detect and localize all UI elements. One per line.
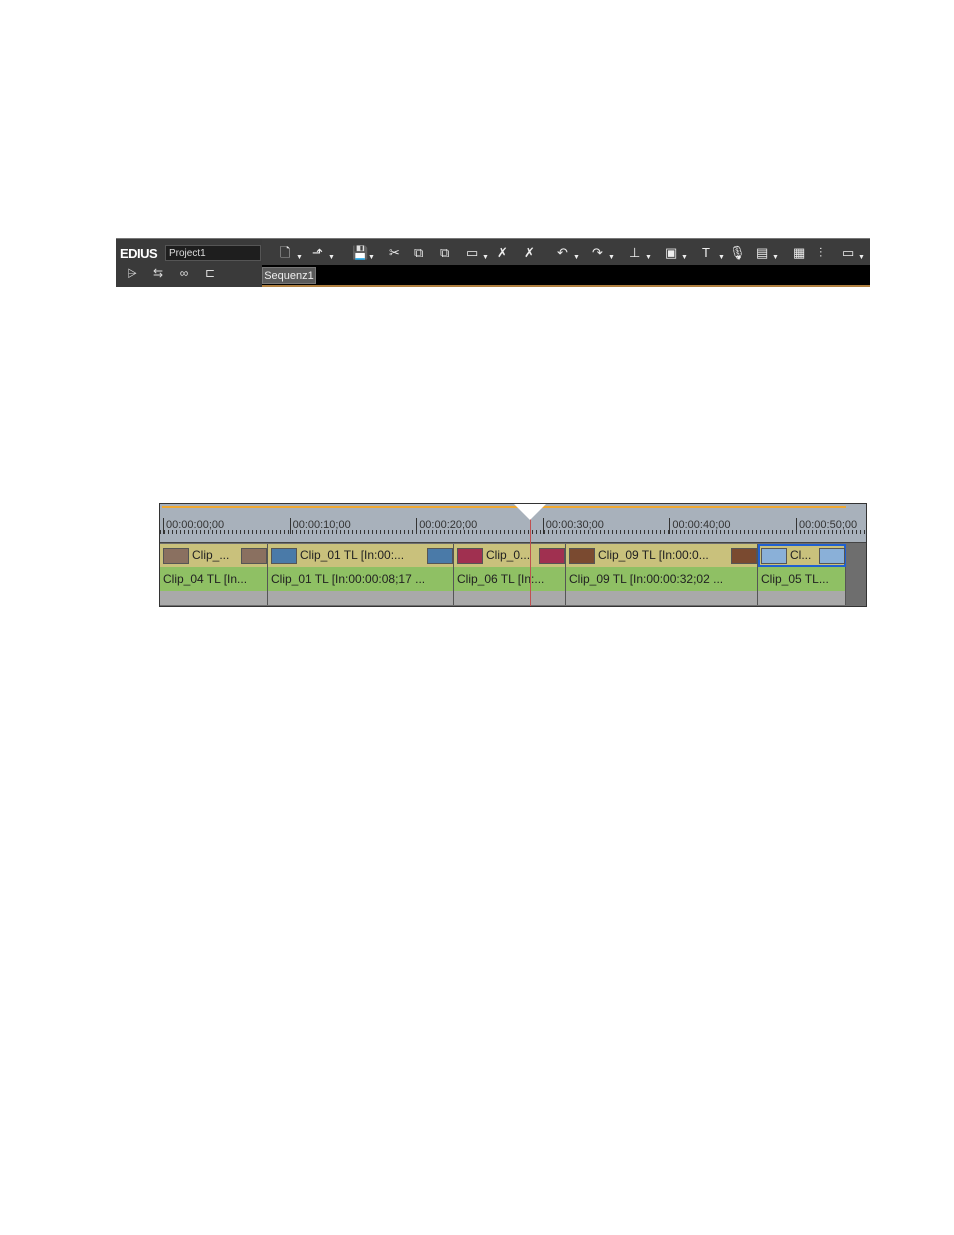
audio-clip[interactable]: Clip_05 TL... bbox=[758, 567, 846, 591]
chevron-down-icon[interactable]: ▼ bbox=[718, 254, 725, 261]
audio-clip[interactable]: Clip_04 TL [In... bbox=[160, 567, 268, 591]
clip-thumbnail-in bbox=[569, 547, 595, 564]
ruler-label: 00:00:20;00 bbox=[416, 518, 477, 534]
clip-extra-track bbox=[160, 591, 268, 605]
clip-extra-track bbox=[268, 591, 454, 605]
clip-label: Clip_0... bbox=[486, 548, 531, 562]
clip-thumbnail-out bbox=[539, 548, 565, 564]
left-panel: EDIUS Project1 ⩥ ⇆ ∞ ⊏ bbox=[116, 239, 262, 287]
link-icon[interactable]: ∞ bbox=[179, 266, 189, 280]
view-icon[interactable]: ▭ bbox=[842, 245, 855, 260]
clip-thumbnail-out bbox=[819, 548, 845, 564]
clip-thumbnail-in bbox=[761, 547, 787, 564]
chevron-down-icon[interactable]: ▼ bbox=[573, 254, 580, 261]
set-in-out-icon[interactable]: ⊥ bbox=[629, 245, 641, 260]
sequence-tab-bar: Sequenz1 bbox=[262, 265, 870, 285]
mixer-icon[interactable]: ⫶ bbox=[819, 245, 823, 260]
open-project-icon[interactable]: ⬏ bbox=[312, 245, 323, 260]
clip-thumbnail-out bbox=[731, 548, 757, 564]
edius-toolbar: EDIUS Project1 ⩥⇆∞⊏ Sequenz1 🗋▼⬏▼💾▼✂⧉⧉▭▼… bbox=[116, 238, 870, 287]
chevron-down-icon[interactable]: ▼ bbox=[772, 254, 779, 261]
sync-lock-icon[interactable]: ⩥ bbox=[127, 266, 137, 280]
ruler-label: 00:00:00;00 bbox=[163, 518, 224, 534]
undo-icon[interactable]: ↶ bbox=[557, 245, 568, 260]
chevron-down-icon[interactable]: ▼ bbox=[645, 254, 652, 261]
chevron-down-icon[interactable]: ▼ bbox=[296, 254, 303, 261]
cut-icon[interactable]: ✂ bbox=[389, 245, 400, 260]
clip-label: Clip_09 TL [In:00:0... bbox=[598, 548, 709, 562]
ruler-label: 00:00:40;00 bbox=[669, 518, 731, 534]
clip-thumbnail-in bbox=[163, 547, 189, 564]
voiceover-icon[interactable]: 🎙 bbox=[729, 245, 746, 260]
ruler-label: 00:00:50;00 bbox=[796, 518, 857, 534]
ruler-ticks bbox=[160, 530, 866, 534]
clip-label: Clip_... bbox=[192, 548, 230, 562]
render-icon[interactable]: ▣ bbox=[665, 245, 678, 260]
redo-icon[interactable]: ↷ bbox=[592, 245, 603, 260]
chevron-down-icon[interactable]: ▼ bbox=[368, 254, 375, 261]
divider bbox=[262, 285, 870, 287]
clip-thumbnail-out bbox=[427, 548, 453, 564]
video-clip[interactable]: Clip_0... bbox=[454, 544, 566, 567]
audio-clip[interactable]: Clip_01 TL [In:00:00:08;17 ... bbox=[268, 567, 454, 591]
timeline[interactable]: 00:00:00;00 00:00:10;00 00:00:20;00 00:00:3… bbox=[159, 503, 867, 607]
ruler-label: 00:00:10;00 bbox=[289, 518, 351, 534]
playhead-line[interactable] bbox=[530, 504, 532, 606]
clip-thumbnail-out bbox=[241, 548, 267, 564]
ruler-label: 00:00:30;00 bbox=[542, 518, 604, 534]
audio-clip[interactable]: Clip_09 TL [In:00:00:32;02 ... bbox=[566, 567, 758, 591]
clip-label: Clip_01 TL [In:00:... bbox=[300, 548, 405, 562]
clip-thumbnail-in bbox=[457, 547, 483, 564]
video-clip[interactable]: Clip_09 TL [In:00:0... bbox=[566, 544, 758, 567]
audio-clip[interactable]: Clip_06 TL [In:... bbox=[454, 567, 566, 591]
clip-label: Cl... bbox=[790, 548, 812, 562]
video-clip[interactable]: Clip_01 TL [In:00:... bbox=[268, 544, 454, 567]
chevron-down-icon[interactable]: ▼ bbox=[858, 254, 865, 261]
new-project-icon[interactable]: 🗋 bbox=[280, 245, 291, 260]
ripple-delete-icon[interactable]: ✗ bbox=[524, 245, 535, 260]
edius-logo: EDIUS bbox=[120, 246, 158, 261]
copy-icon[interactable]: ⧉ bbox=[414, 245, 424, 260]
clip-extra-track bbox=[566, 591, 758, 605]
paste-icon[interactable]: ⧉ bbox=[440, 245, 450, 260]
clip-extra-track bbox=[758, 591, 846, 605]
clip-extra-track bbox=[454, 591, 566, 605]
in-out-range-bar bbox=[162, 506, 846, 508]
save-icon[interactable]: 💾 bbox=[352, 245, 369, 260]
output-icon[interactable]: ▤ bbox=[756, 245, 769, 260]
project-name-field[interactable]: Project1 bbox=[165, 245, 261, 261]
chevron-down-icon[interactable]: ▼ bbox=[328, 254, 335, 261]
insert-mode-icon[interactable]: ▭ bbox=[466, 245, 479, 260]
clip-thumbnail-in bbox=[271, 547, 297, 564]
title-icon[interactable]: T bbox=[702, 245, 710, 260]
time-ruler[interactable]: 00:00:00;00 00:00:10;00 00:00:20;00 00:00:3… bbox=[160, 504, 866, 543]
chevron-down-icon[interactable]: ▼ bbox=[608, 254, 615, 261]
chevron-down-icon[interactable]: ▼ bbox=[681, 254, 688, 261]
snap-icon[interactable]: ⊏ bbox=[204, 266, 216, 280]
delete-icon[interactable]: ✗ bbox=[497, 245, 508, 260]
tab-sequenz1[interactable]: Sequenz1 bbox=[262, 267, 316, 284]
layout-icon[interactable]: ▦ bbox=[793, 245, 806, 260]
chevron-down-icon[interactable]: ▼ bbox=[482, 254, 489, 261]
ripple-mode-icon[interactable]: ⇆ bbox=[152, 266, 164, 280]
playhead-handle[interactable] bbox=[514, 504, 547, 520]
